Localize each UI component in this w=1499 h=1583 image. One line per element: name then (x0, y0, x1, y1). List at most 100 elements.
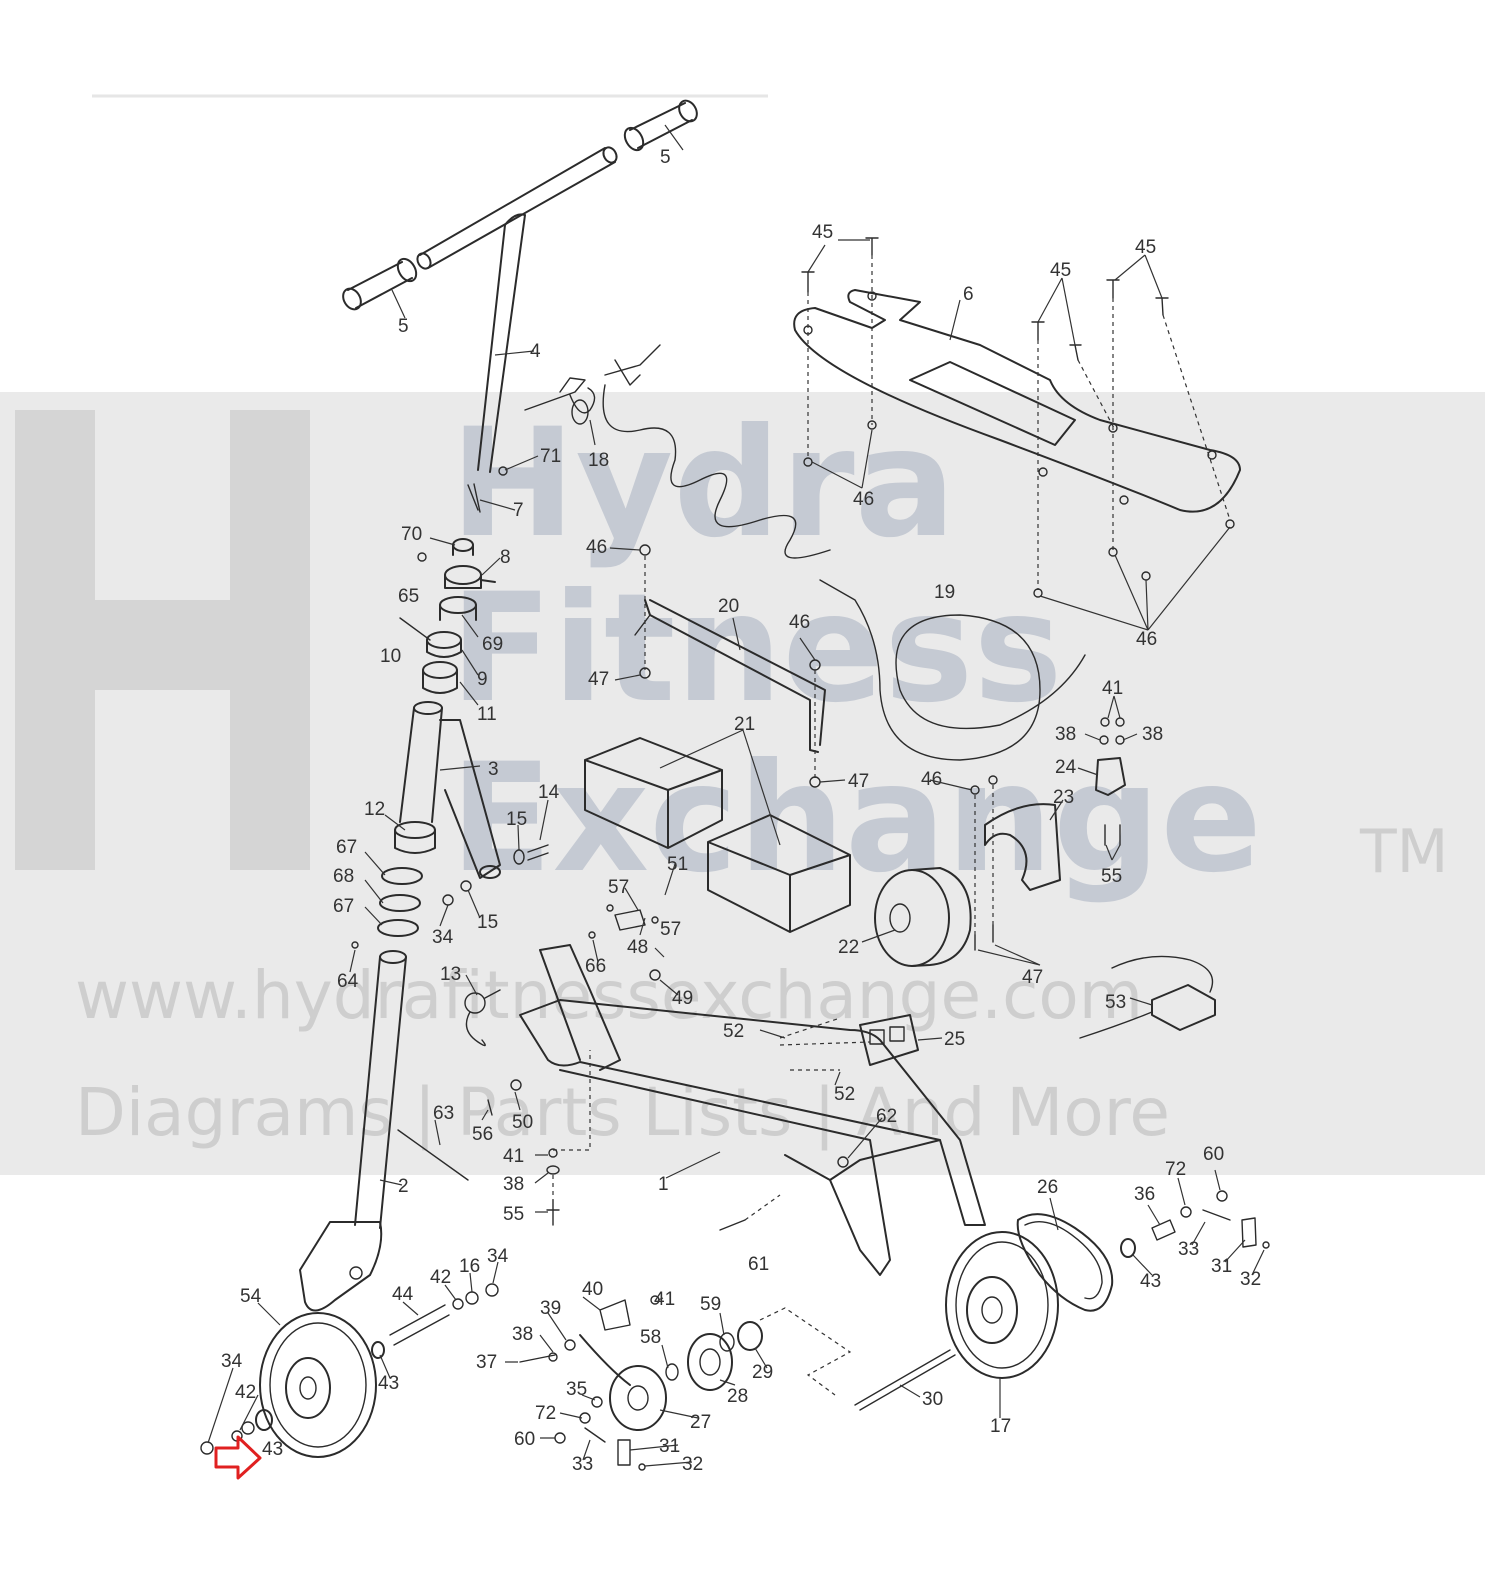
bolt-65 (417, 552, 427, 562)
watermark-brand-line3: Exchange (450, 732, 1262, 906)
screw-45-c (1031, 321, 1045, 341)
clamp-8-body (444, 574, 496, 589)
callout-26: 26 (1037, 1177, 1058, 1198)
callout-46-bracket: 46 (586, 537, 607, 558)
screw-32 (638, 1463, 646, 1471)
switch-25-a (869, 1029, 885, 1045)
bolt-50 (510, 1079, 522, 1091)
callout-72-rear: 72 (1165, 1159, 1186, 1180)
motor-shaft (889, 903, 911, 933)
motor-assembly (819, 579, 1216, 1039)
callout-41-bracket: 41 (1102, 678, 1123, 699)
frame-assembly (464, 904, 986, 1276)
bolt-47-bracket (639, 667, 651, 679)
callout-60-rear: 60 (1203, 1144, 1224, 1165)
stem-bolt-71 (498, 466, 508, 476)
deck-cutout (909, 361, 1076, 446)
brake-clamp (571, 399, 589, 425)
head-tube-3 (399, 707, 501, 879)
nut-46-motor-b (988, 775, 998, 785)
callout-41-frame: 41 (503, 1146, 524, 1167)
rear-wheel-assembly (945, 1190, 1270, 1379)
switch-13-wire (465, 989, 501, 1047)
motor-cover-23 (984, 803, 1061, 891)
callout-4: 4 (530, 341, 541, 362)
brake-cable (602, 384, 831, 559)
bearing-43-left (255, 1409, 273, 1431)
callout-30: 30 (922, 1389, 943, 1410)
callout-40: 40 (582, 1279, 603, 1300)
screw-33 (584, 1427, 606, 1443)
callout-44: 44 (392, 1284, 414, 1305)
callout-63: 63 (433, 1103, 454, 1124)
tie-63 (397, 1129, 469, 1181)
callout-10: 10 (380, 646, 401, 667)
callout-59: 59 (700, 1294, 721, 1315)
nut-46-a (867, 420, 877, 430)
bearing-59 (719, 1332, 735, 1352)
charger-53 (1151, 984, 1216, 1031)
callout-46-deck-r: 46 (1136, 629, 1157, 650)
handlebar-end-left (416, 252, 432, 270)
callout-58: 58 (640, 1327, 661, 1348)
handlebar-end-right (602, 146, 618, 164)
leader-lines (207, 124, 1265, 1467)
screw-45-f (1155, 297, 1169, 316)
callout-68: 68 (333, 866, 354, 887)
callout-42-axle: 42 (430, 1267, 451, 1288)
callout-56: 56 (472, 1124, 493, 1145)
callout-3: 3 (488, 759, 499, 780)
grip-right-end (678, 99, 698, 123)
screw-32-rear (1262, 1241, 1270, 1249)
switch-plate-25 (859, 1014, 919, 1066)
callout-8: 8 (500, 547, 511, 568)
brake-housing (604, 344, 661, 386)
callout-36: 36 (1134, 1184, 1155, 1205)
callout-46-bracket-r: 46 (789, 612, 810, 633)
nut-46-f (1225, 519, 1235, 529)
callout-62: 62 (876, 1106, 897, 1127)
screw-66 (588, 931, 596, 939)
brake-arm (579, 1334, 631, 1386)
bearing-cup-11-body (422, 669, 458, 694)
rear-hub (966, 1276, 1018, 1344)
callout-1: 1 (658, 1174, 669, 1195)
bearing-9-body (426, 639, 462, 658)
brake-drum-27 (609, 1365, 667, 1431)
grip-left (347, 261, 413, 309)
front-hub-center (299, 1376, 317, 1400)
callout-46-deck: 46 (853, 489, 874, 510)
callout-50: 50 (512, 1112, 533, 1133)
screw-56 (487, 1099, 493, 1116)
rear-tire-tread (955, 1241, 1049, 1369)
deck-hole-3 (1108, 423, 1118, 433)
callout-38-frame: 38 (503, 1174, 524, 1195)
front-stem-assembly (299, 466, 549, 1312)
rear-tire-17 (945, 1231, 1059, 1379)
front-hub (285, 1357, 331, 1419)
callout-34-stem: 34 (432, 927, 454, 948)
callout-17: 17 (990, 1416, 1011, 1437)
callout-54: 54 (240, 1286, 262, 1307)
washer-67-upper (381, 867, 423, 885)
clip-31-rear (1241, 1217, 1257, 1248)
callout-25: 25 (944, 1029, 965, 1050)
head-tube-3-end (479, 865, 501, 879)
callout-34-axle: 34 (487, 1246, 509, 1267)
callout-42-left: 42 (235, 1382, 256, 1403)
callout-60-brake: 60 (514, 1429, 535, 1450)
nut-16 (465, 1291, 479, 1305)
motor-22-body (911, 867, 972, 967)
callout-67-lower: 67 (333, 896, 354, 917)
front-tire-54 (259, 1312, 377, 1458)
callout-28: 28 (727, 1386, 748, 1407)
callout-47-bracket-r: 47 (848, 771, 869, 792)
rear-brake-assembly (519, 1295, 956, 1471)
drive-belt-26 (1016, 1213, 1114, 1312)
watermark-trademark: TM (1359, 817, 1448, 887)
throttle-cable-19 (819, 579, 1086, 761)
switch-25-b (889, 1026, 905, 1042)
spacer-36 (1151, 1219, 1176, 1241)
deck-hole-6 (1119, 495, 1129, 505)
callout-43-rear: 43 (1140, 1271, 1161, 1292)
